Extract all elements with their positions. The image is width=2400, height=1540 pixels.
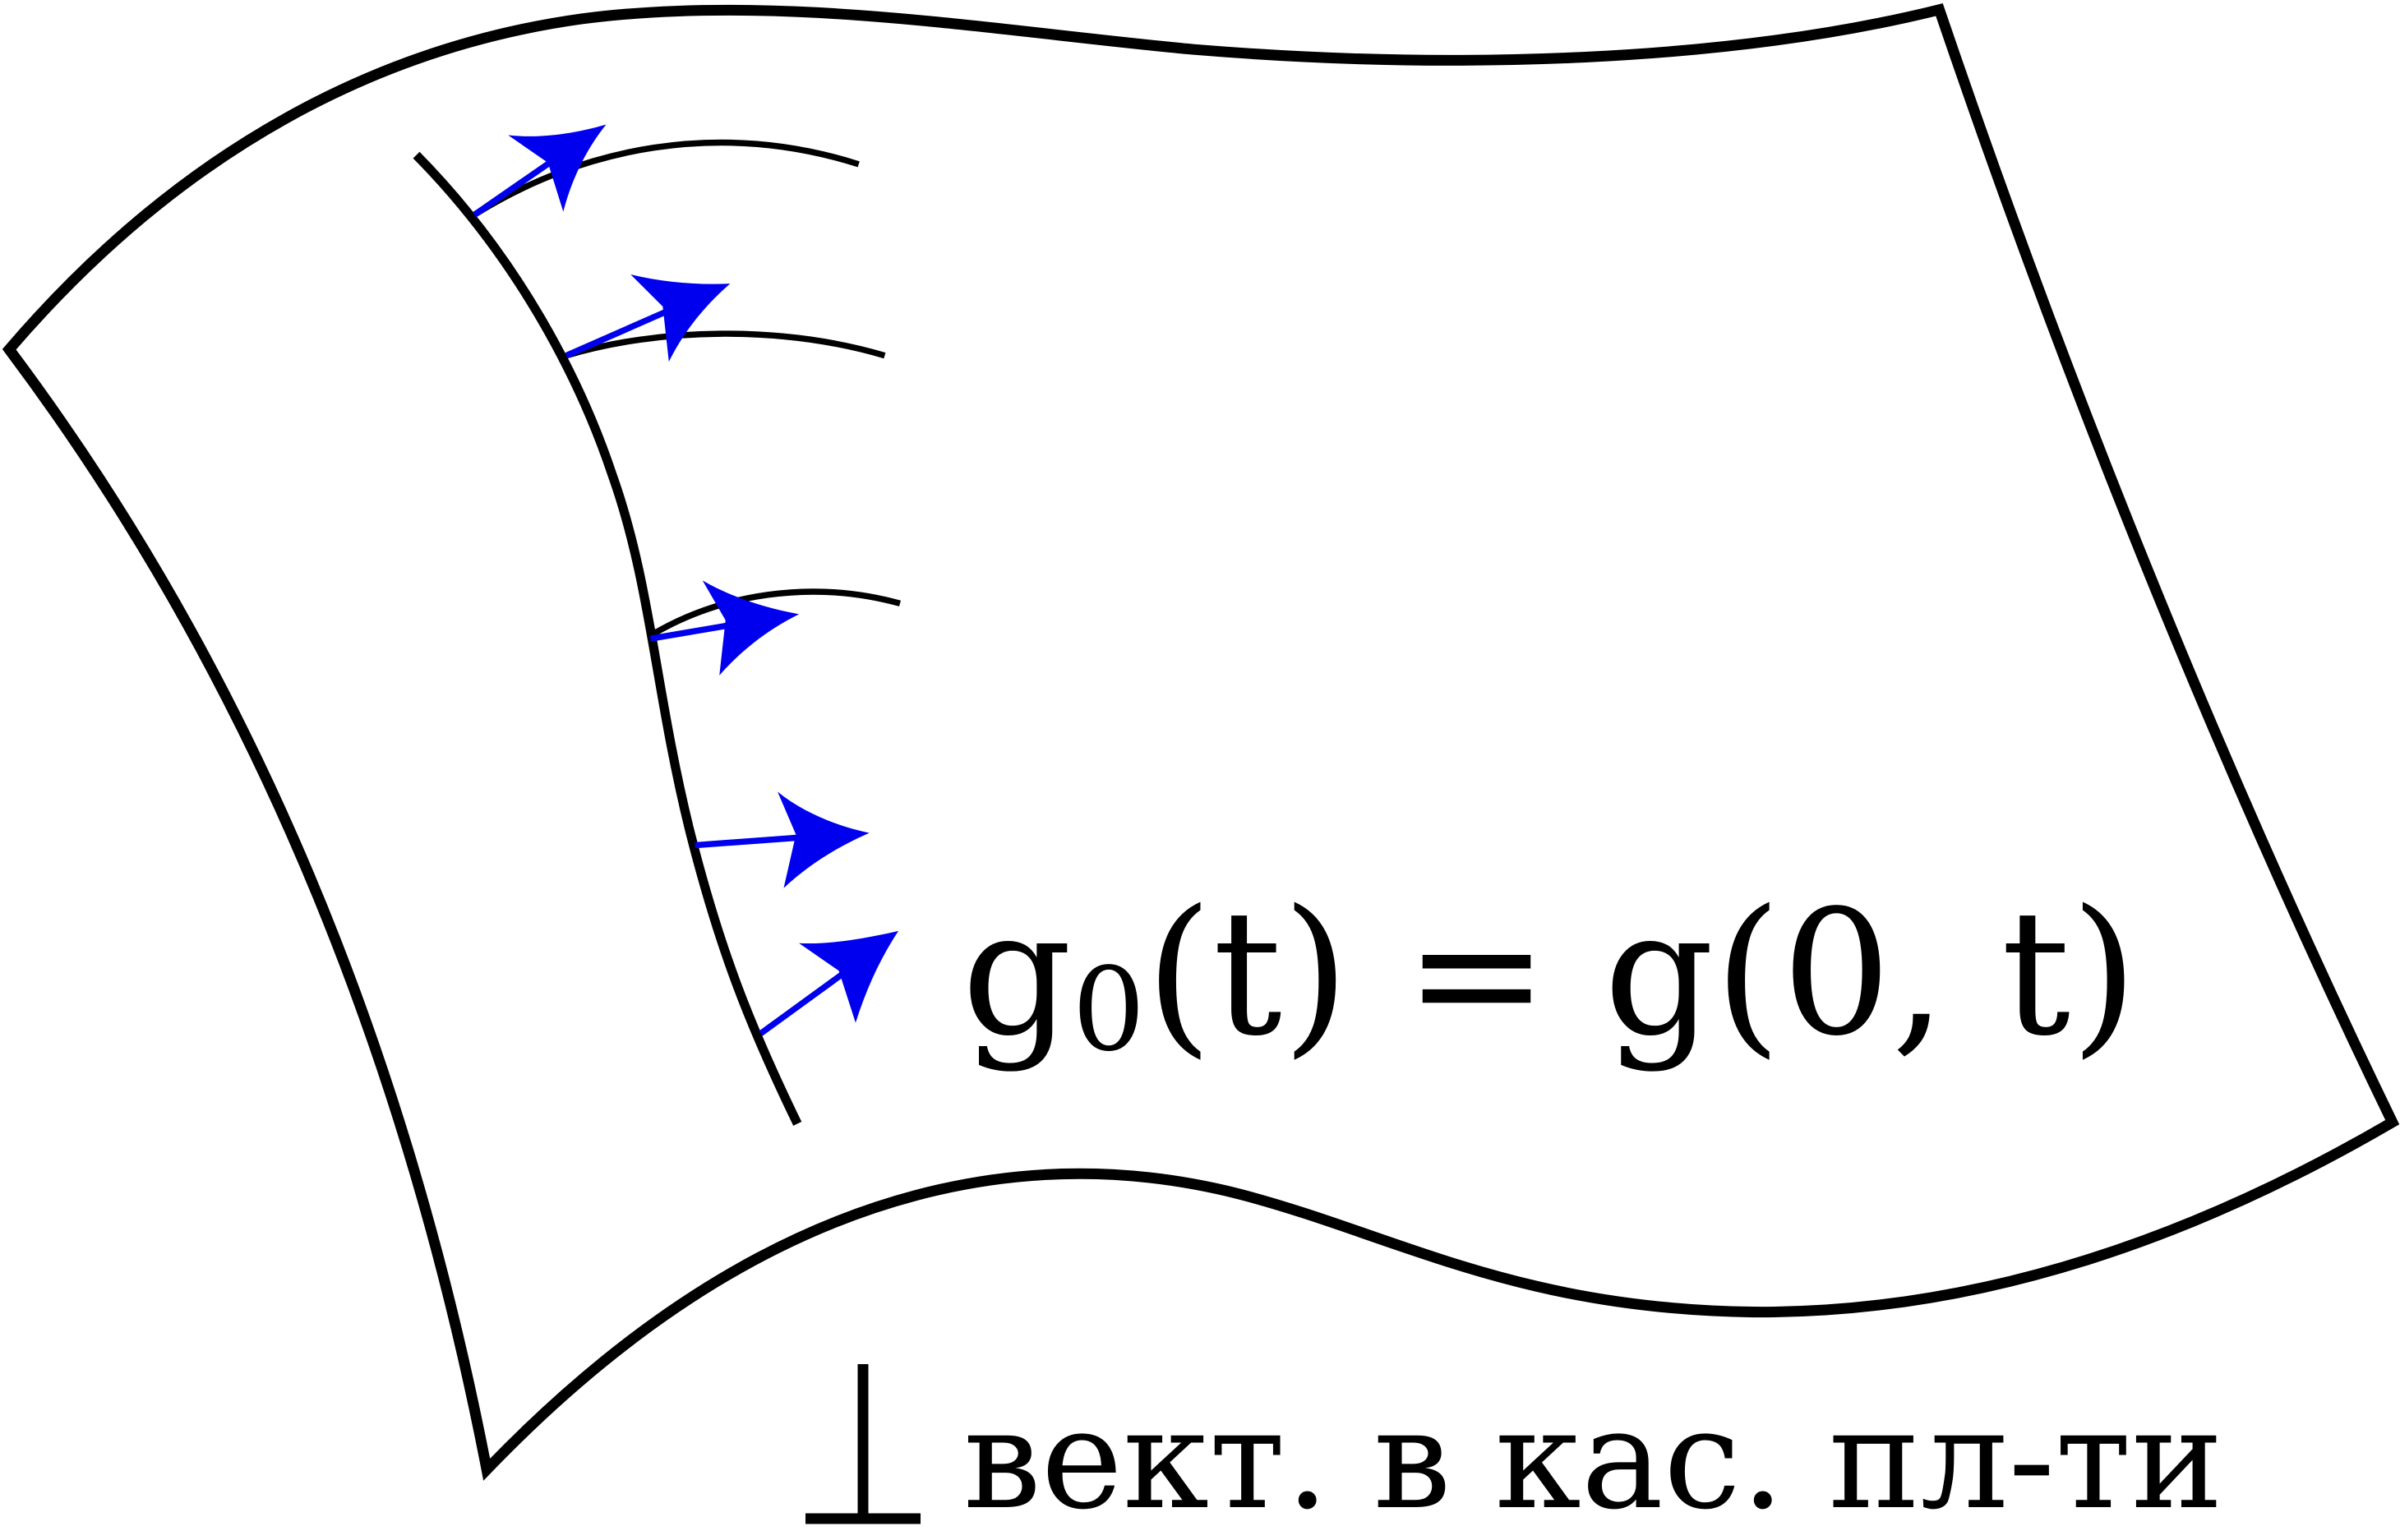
caption-text: вект. в кас. пл-ти bbox=[963, 1379, 2224, 1540]
perpendicular-icon bbox=[805, 1364, 921, 1524]
curve-symbol-g: g bbox=[962, 873, 1073, 1074]
vector-arrow-4 bbox=[695, 791, 870, 888]
transverse-curve-1 bbox=[473, 139, 860, 218]
curve-g0 bbox=[413, 151, 802, 1126]
transverse-curve-3 bbox=[648, 588, 901, 639]
transverse-curve-2 bbox=[565, 330, 886, 359]
curve-subscript: 0 bbox=[1072, 943, 1146, 1077]
curve-equation-label: g0(t) = g(0, t) bbox=[962, 888, 2138, 1068]
surface-patch-outline bbox=[2, 3, 2400, 1481]
caption: вект. в кас. пл-ти bbox=[805, 1364, 2223, 1528]
vector-arrow-1 bbox=[473, 124, 607, 218]
curve-equation-rest: (t) = g(0, t) bbox=[1145, 873, 2139, 1074]
vector-arrow-3 bbox=[649, 580, 800, 675]
vector-arrow-2 bbox=[565, 274, 731, 362]
vector-arrow-5 bbox=[759, 930, 899, 1036]
